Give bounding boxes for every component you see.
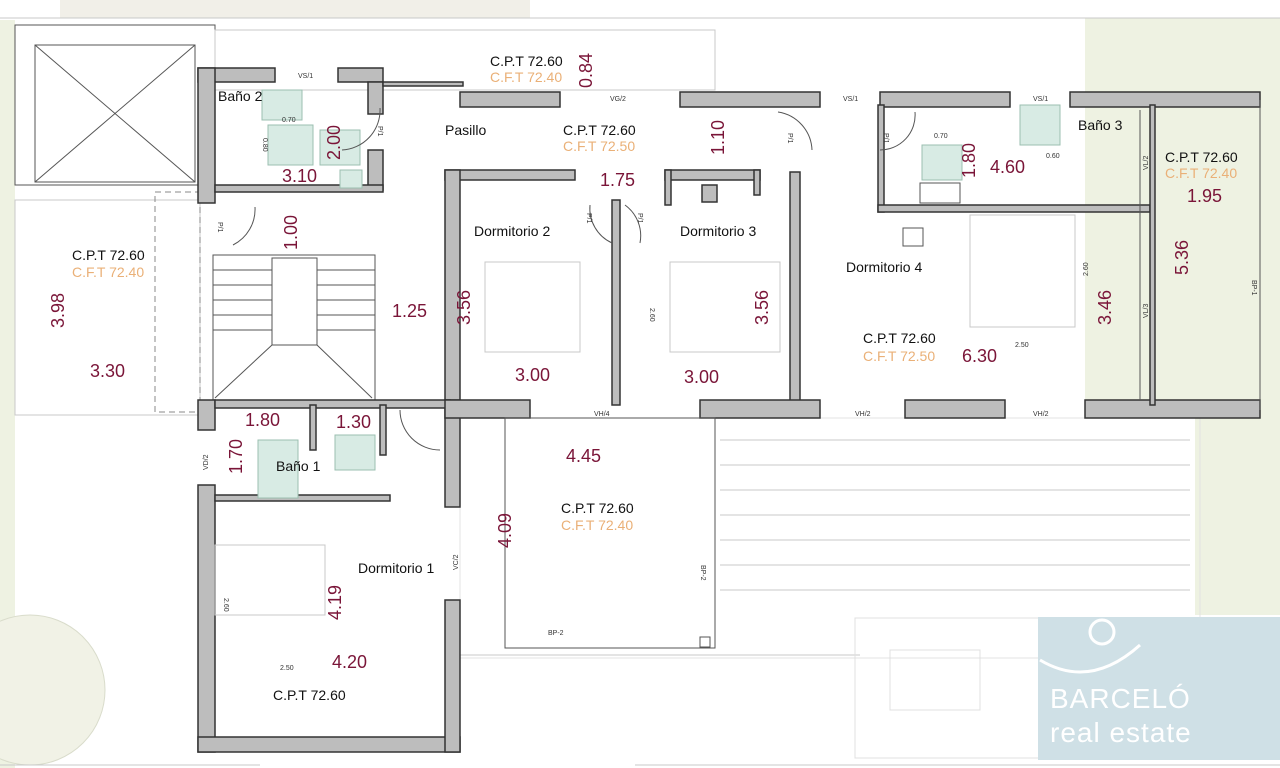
window-code: VL/3 [1143, 303, 1150, 318]
dimension-label: 4.60 [990, 157, 1025, 177]
dimension-label: 1.00 [281, 215, 301, 250]
door-code: P/1 [786, 133, 793, 144]
terrace-pergola [504, 417, 716, 649]
dimension-label: 1.25 [392, 301, 427, 321]
room-label-pasillo: Pasillo [445, 122, 486, 138]
opening-codes: VS/1 VG/2 VS/1 VS/1 VH/4 VH/2 VH/2 VD/2 … [203, 73, 1257, 637]
dimension-label: 1.10 [708, 120, 728, 155]
dimension-label: 4.09 [495, 513, 515, 548]
svg-text:0.80: 0.80 [261, 138, 268, 152]
dimension-label: 3.30 [90, 361, 125, 381]
garden-left [0, 20, 15, 768]
beam-code: BP-1 [1250, 280, 1257, 296]
level-cft: C.F.T 72.40 [490, 69, 562, 85]
svg-text:0.60: 0.60 [1046, 153, 1060, 160]
dimension-label: 3.56 [454, 290, 474, 325]
dimension-label: 3.00 [515, 365, 550, 385]
dimension-label: 1.80 [245, 410, 280, 430]
room-label-dormitorio-1: Dormitorio 1 [358, 560, 434, 576]
garden-right-lower [1195, 415, 1280, 615]
beam-code: BP-2 [699, 565, 706, 581]
door-code: P/1 [882, 133, 889, 144]
door-code: P/1 [376, 126, 383, 137]
left-terrace [14, 199, 201, 416]
dimension-label: 4.20 [332, 652, 367, 672]
staircase [212, 254, 376, 401]
dimension-label: 6.30 [962, 346, 997, 366]
logo-line2: real estate [1050, 717, 1192, 748]
level-cpt: C.P.T 72.60 [563, 122, 636, 138]
dimension-label: 1.70 [226, 439, 246, 474]
window-code: VS/1 [1033, 96, 1048, 103]
dimension-label: 4.45 [566, 446, 601, 466]
room-label-bano-2: Baño 2 [218, 88, 263, 104]
room-label-bano-1: Baño 1 [276, 458, 321, 474]
level-cft: C.F.T 72.40 [1165, 165, 1237, 181]
dimension-label: 3.10 [282, 166, 317, 186]
level-cpt: C.P.T 72.60 [72, 247, 145, 263]
dimension-label: 4.19 [325, 585, 345, 620]
svg-text:2.60: 2.60 [1083, 262, 1090, 276]
dimension-label: 3.00 [684, 367, 719, 387]
top-strip [60, 0, 530, 18]
level-cft: C.F.T 72.40 [561, 517, 633, 533]
svg-text:2.50: 2.50 [1015, 342, 1029, 349]
dimension-label: 1.75 [600, 170, 635, 190]
dimension-label: 1.80 [959, 143, 979, 178]
dimension-label: 3.98 [48, 293, 68, 328]
window-code: VS/1 [298, 73, 313, 80]
room-label-dormitorio-2: Dormitorio 2 [474, 223, 550, 239]
level-cpt: C.P.T 72.60 [561, 500, 634, 516]
svg-text:2.60: 2.60 [648, 308, 655, 322]
level-cft: C.F.T 72.50 [863, 348, 935, 364]
level-cpt: C.P.T 72.60 [1165, 149, 1238, 165]
window-code: VH/2 [1033, 411, 1049, 418]
svg-text:0.70: 0.70 [282, 117, 296, 124]
svg-text:0.70: 0.70 [934, 133, 948, 140]
dimensions: 0.84 2.00 3.10 1.10 1.75 1.80 4.60 1.95 … [48, 53, 1222, 672]
dimension-label: 3.56 [752, 290, 772, 325]
tree-circle [0, 614, 106, 766]
level-cpt: C.P.T 72.60 [490, 53, 563, 69]
window-code: VH/2 [855, 411, 871, 418]
level-cft: C.F.T 72.50 [563, 138, 635, 154]
garden-right [1085, 18, 1280, 418]
svg-text:2.50: 2.50 [280, 665, 294, 672]
level-cft: C.F.T 72.40 [72, 264, 144, 280]
window-code: VC/2 [453, 554, 460, 570]
door-code: P/1 [636, 213, 643, 224]
window-code: VD/2 [203, 454, 210, 470]
door-code: P/1 [585, 213, 592, 224]
void-box [14, 24, 216, 186]
window-code: VH/4 [594, 411, 610, 418]
door-code: P/1 [216, 222, 223, 233]
dimension-label: 2.00 [324, 125, 344, 160]
dimension-label: 1.95 [1187, 186, 1222, 206]
window-code: VG/2 [610, 96, 626, 103]
dimension-label: 1.30 [336, 412, 371, 432]
dimension-label: 3.46 [1095, 290, 1115, 325]
svg-text:2.60: 2.60 [222, 598, 229, 612]
window-code: VS/1 [843, 96, 858, 103]
dimension-label: 5.36 [1172, 240, 1192, 275]
room-label-dormitorio-4: Dormitorio 4 [846, 259, 922, 275]
small-dimensions: 2.60 2.50 2.60 2.50 2.60 0.70 0.70 0.80 … [222, 117, 1090, 672]
room-label-dormitorio-3: Dormitorio 3 [680, 223, 756, 239]
floor-levels: C.P.T 72.60 C.F.T 72.40 C.P.T 72.60 C.F.… [72, 53, 1238, 703]
company-logo: BARCELÓ real estate [1038, 617, 1280, 760]
walls [197, 67, 1261, 753]
level-cpt: C.P.T 72.60 [863, 330, 936, 346]
beam-code: BP-2 [548, 630, 564, 637]
window-code: VL/2 [1143, 155, 1150, 170]
logo-line1: BARCELÓ [1050, 683, 1191, 714]
room-label-bano-3: Baño 3 [1078, 117, 1123, 133]
dimension-label: 0.84 [576, 53, 596, 88]
level-cpt: C.P.T 72.60 [273, 687, 346, 703]
